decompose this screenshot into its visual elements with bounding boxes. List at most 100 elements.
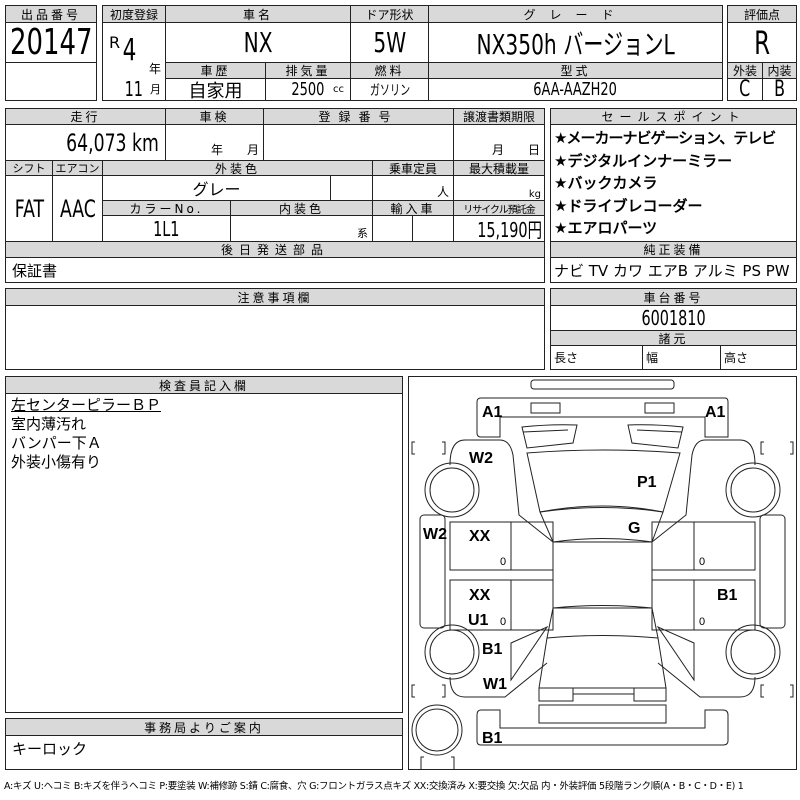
- sales-point: ★バックカメラ: [554, 174, 658, 192]
- sales-point: ★ドライブレコーダー: [554, 196, 703, 215]
- inspector-line: 左センターピラーＢＰ: [11, 396, 162, 414]
- inspector-line: バンパー下Ａ: [11, 434, 102, 452]
- equipment-label: 純正装備: [550, 241, 797, 258]
- car-name-label: 車名: [165, 5, 351, 23]
- later-parts-label: 後日発送部品: [5, 241, 545, 258]
- score-label: 評価点: [727, 5, 797, 23]
- reg-number: [263, 124, 454, 161]
- score: R: [727, 22, 797, 63]
- max-load: kg: [453, 175, 545, 201]
- mark-a1-front-right: A1: [705, 404, 726, 421]
- shift: FAT: [5, 175, 53, 242]
- displacement-label: 排気量: [265, 62, 351, 79]
- lot-number: 20147: [5, 22, 97, 63]
- mark-b1-rear-bumper: B1: [482, 730, 503, 747]
- max-load-label: 最大積載量: [453, 160, 545, 176]
- history-label: 車歴: [165, 62, 266, 79]
- exterior-label: 外装: [727, 62, 763, 79]
- fuel: ガソリン: [350, 78, 429, 101]
- import-a: [372, 215, 413, 242]
- spec-width: 幅: [642, 345, 721, 370]
- car-name: NX: [165, 22, 351, 63]
- chassis-number: 6001810: [550, 305, 797, 331]
- mark-zero: 0: [500, 616, 506, 628]
- year-unit: 年: [148, 62, 161, 76]
- mark-b1-rear-door: B1: [717, 587, 738, 604]
- sales-points: ★メーカーナビゲーション、テレビ ★デジタルインナーミラー ★バックカメラ ★ド…: [550, 124, 797, 242]
- recycle-label: リサイクル預託金: [453, 200, 545, 216]
- aircon-label: エアコン: [52, 160, 103, 176]
- door-label: ドア形状: [350, 5, 429, 23]
- mark-u1-rear-door: U1: [468, 612, 489, 629]
- transfer-label: 譲渡書類期限: [453, 108, 545, 125]
- interior-score: B: [762, 78, 797, 101]
- lot-label: 出品番号: [5, 5, 97, 23]
- grade-label: グレード: [428, 5, 723, 23]
- aircon: AAC: [52, 175, 103, 242]
- mark-a1-front-left: A1: [482, 404, 503, 421]
- mark-xx-rear-door: XX: [469, 587, 491, 604]
- mark-zero: 0: [699, 616, 705, 628]
- inspection-label: 車検: [165, 108, 264, 125]
- mark-p1-hood: P1: [637, 474, 657, 491]
- inspector-label: 検査員記入欄: [5, 376, 403, 394]
- mileage-label: 走行: [5, 108, 166, 125]
- capacity: 人: [372, 175, 454, 201]
- sales-point: ★エアロパーツ: [554, 219, 658, 237]
- recycle-fee: 15,190円: [453, 215, 545, 242]
- inspector-line: 外装小傷有り: [11, 453, 102, 471]
- specs-label: 諸元: [550, 330, 797, 346]
- shift-label: シフト: [5, 160, 53, 176]
- grade: NX350h バージョンL: [428, 22, 723, 63]
- mark-zero: 0: [699, 556, 705, 568]
- inspector-line: 室内薄汚れ: [11, 415, 87, 433]
- fuel-label: 燃料: [350, 62, 429, 79]
- mark-w2-fender: W2: [469, 450, 493, 467]
- office-note: キーロック: [5, 735, 403, 770]
- model-label: 型式: [428, 62, 723, 79]
- damage-legend: A:キズ U:ヘコミ B:キズを伴うヘコミ P:要塗装 W:補修跡 S:錆 C:…: [4, 781, 744, 792]
- spec-length: 長さ: [550, 345, 643, 370]
- reg-number-label: 登録番号: [263, 108, 454, 125]
- sales-point: ★デジタルインナーミラー: [554, 151, 733, 170]
- history: 自家用: [165, 78, 266, 101]
- damage-diagram: A1 A1 W2 P1 W2 XX G 0 0 XX B1 U1 0 0 B1 …: [408, 376, 797, 770]
- equipment: ナビ TV カワ エアB アルミ PS PW: [550, 257, 797, 283]
- inspection-date: 年月: [165, 124, 264, 161]
- year: 4: [122, 33, 137, 68]
- first-reg-label: 初度登録: [102, 5, 166, 23]
- mark-w1-quarter: W1: [483, 676, 507, 693]
- mileage: 64,073 km: [5, 124, 166, 161]
- first-reg-year: R 4 年: [102, 22, 166, 79]
- office-label: 事務局よりご案内: [5, 718, 403, 736]
- inspector-notes: 左センターピラーＢＰ 室内薄汚れ バンパー下Ａ 外装小傷有り: [5, 393, 403, 713]
- mark-xx-front-door: XX: [469, 528, 491, 545]
- ext-color-label: 外装色: [102, 160, 373, 176]
- mark-zero: 0: [500, 556, 506, 568]
- capacity-label: 乗車定員: [372, 160, 454, 176]
- lot-blank: [5, 62, 97, 101]
- color-no-label: カラーNo.: [102, 200, 231, 216]
- spec-height: 高さ: [720, 345, 797, 370]
- sales-point: ★メーカーナビゲーション、テレビ: [554, 129, 776, 147]
- mark-g-windshield: G: [628, 520, 640, 537]
- int-color: 系: [230, 215, 373, 242]
- mark-b1-quarter: B1: [482, 641, 503, 658]
- color-no: 1L1: [102, 215, 231, 242]
- sales-points-label: セールスポイント: [550, 108, 797, 125]
- ext-color-blank: [330, 175, 373, 201]
- chassis-label: 車台番号: [550, 288, 797, 306]
- era: R: [109, 33, 121, 52]
- exterior-score: C: [727, 78, 763, 101]
- car-outline: [411, 379, 794, 769]
- door-type: 5W: [350, 22, 429, 63]
- import-b: [412, 215, 454, 242]
- transfer-date: 月日: [453, 124, 545, 161]
- interior-label: 内装: [762, 62, 797, 79]
- model-code: 6AA-AAZH20: [428, 78, 723, 101]
- int-color-label: 内装色: [230, 200, 373, 216]
- notes-label: 注意事項欄: [5, 288, 545, 306]
- later-parts: 保証書: [5, 257, 545, 283]
